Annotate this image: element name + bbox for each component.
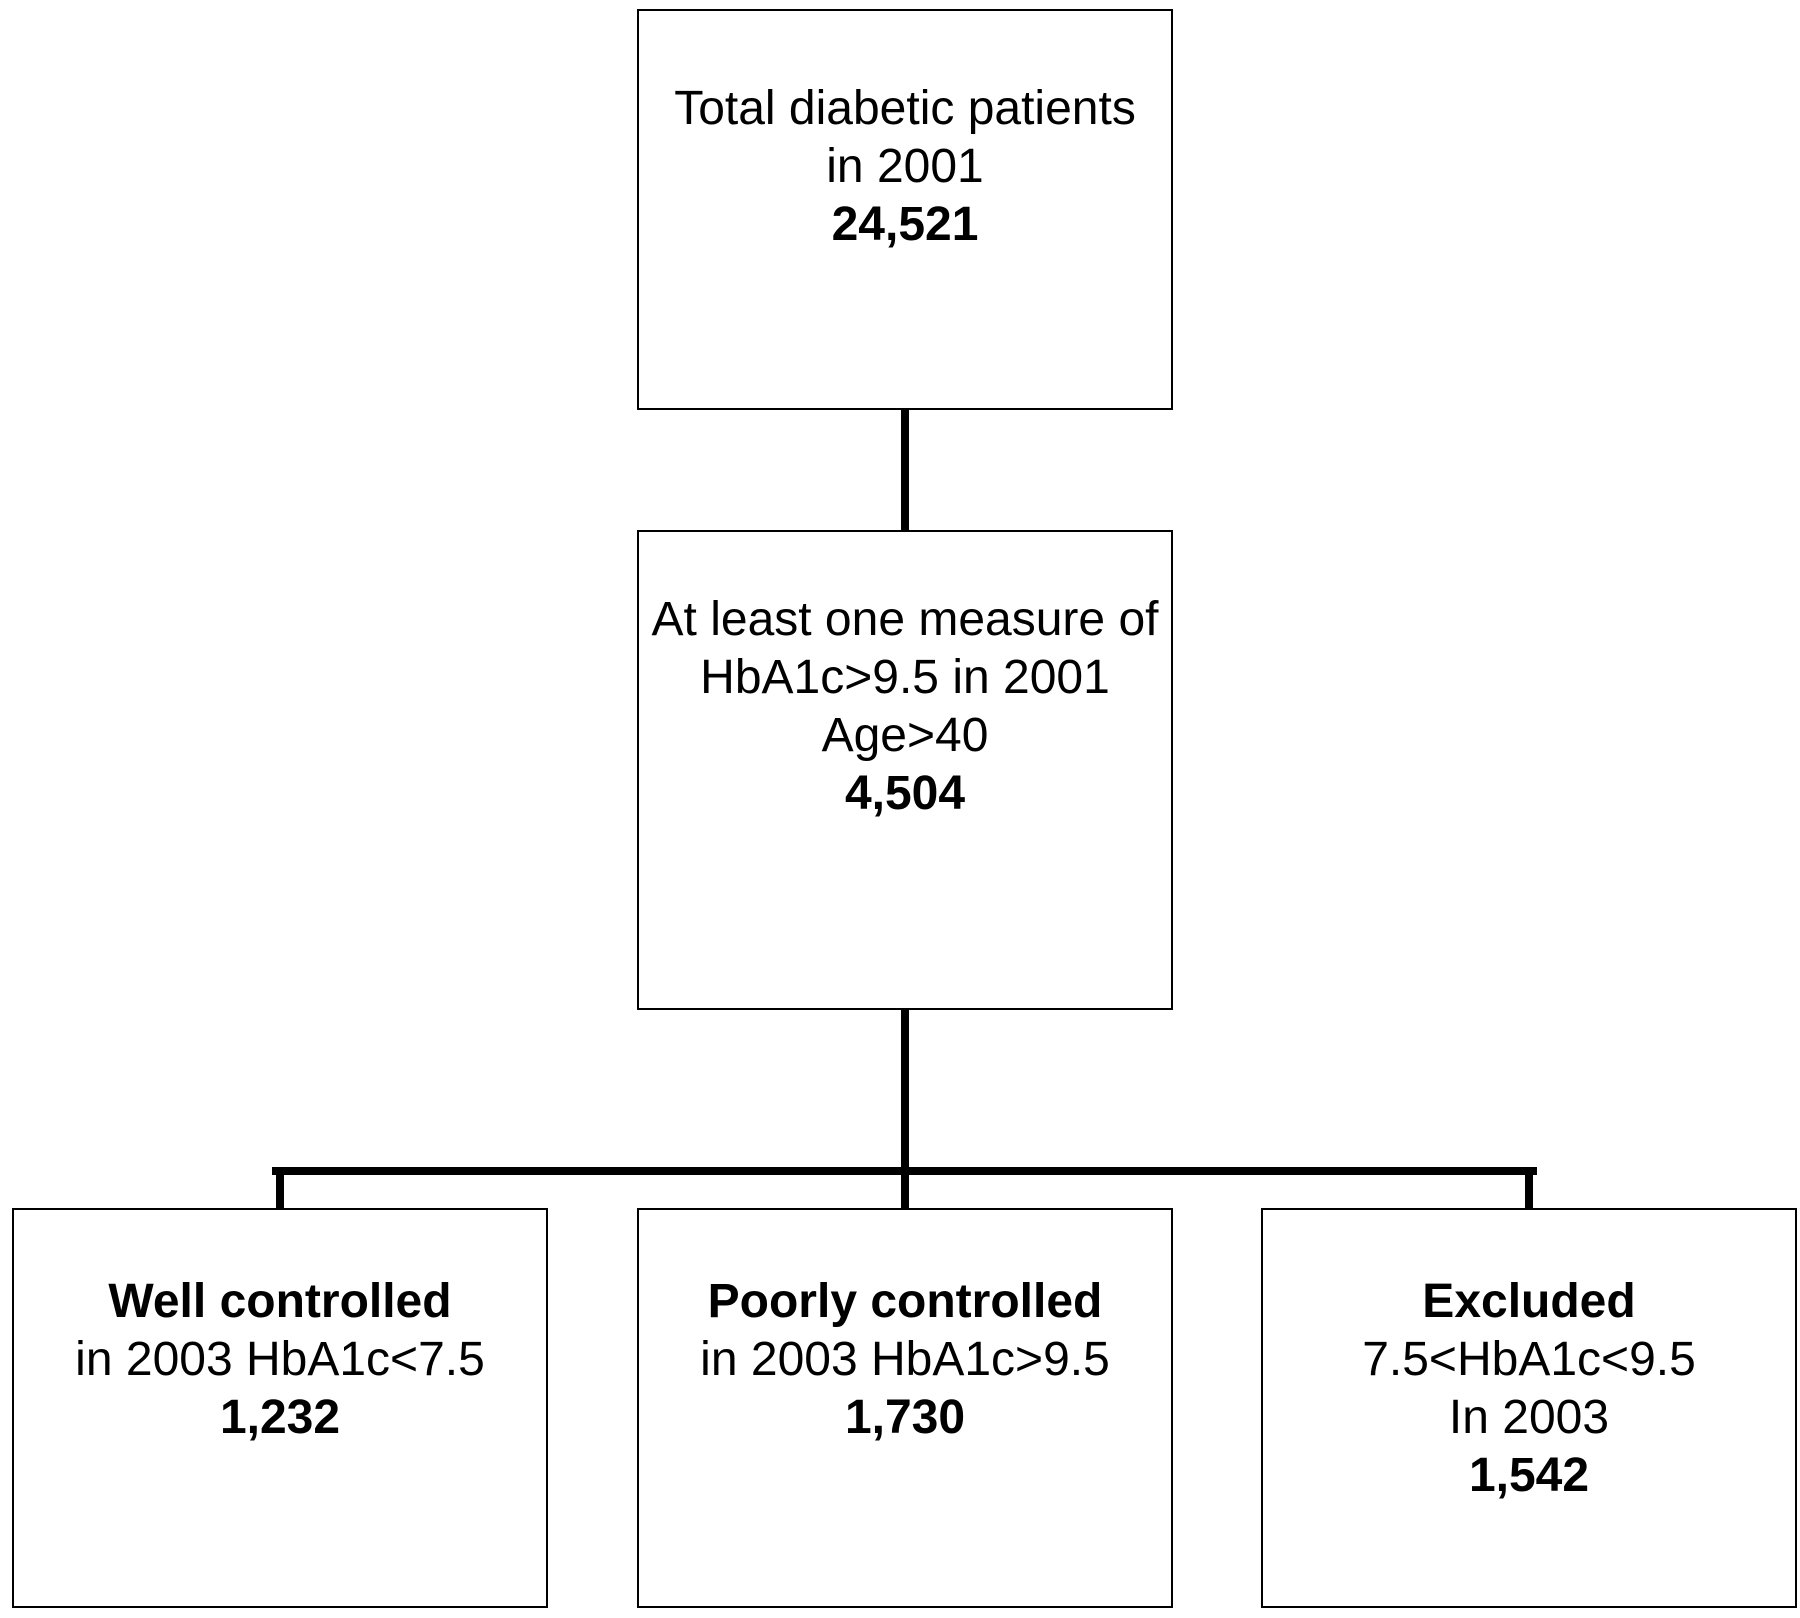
excluded-label-line2: In 2003 — [1448, 1391, 1610, 1444]
criteria-label-line3: Age>40 — [821, 709, 989, 762]
excluded-box: Excluded 7.5<HbA1c<9.5 In 2003 1,542 — [1261, 1208, 1797, 1608]
well-controlled-title: Well controlled — [108, 1275, 452, 1328]
poorly-controlled-box: Poorly controlled in 2003 HbA1c>9.5 1,73… — [637, 1208, 1173, 1608]
criteria-count: 4,504 — [844, 767, 966, 820]
poorly-controlled-label: in 2003 HbA1c>9.5 — [700, 1333, 1110, 1386]
poorly-controlled-count: 1,730 — [844, 1391, 966, 1444]
total-label-line2: in 2001 — [826, 140, 984, 193]
excluded-count: 1,542 — [1468, 1449, 1590, 1502]
total-count: 24,521 — [831, 198, 979, 251]
excluded-title: Excluded — [1422, 1275, 1636, 1328]
poorly-controlled-title: Poorly controlled — [707, 1275, 1103, 1328]
criteria-label-line2: HbA1c>9.5 in 2001 — [700, 651, 1110, 704]
criteria-label-line1: At least one measure of — [651, 593, 1159, 646]
well-controlled-box: Well controlled in 2003 HbA1c<7.5 1,232 — [12, 1208, 548, 1608]
well-controlled-label: in 2003 HbA1c<7.5 — [75, 1333, 485, 1386]
total-label-line1: Total diabetic patients — [674, 82, 1136, 135]
criteria-box: At least one measure of HbA1c>9.5 in 200… — [637, 530, 1173, 1010]
well-controlled-count: 1,232 — [219, 1391, 341, 1444]
total-patients-box: Total diabetic patients in 2001 24,521 — [637, 9, 1173, 410]
excluded-label-line1: 7.5<HbA1c<9.5 — [1362, 1333, 1696, 1386]
